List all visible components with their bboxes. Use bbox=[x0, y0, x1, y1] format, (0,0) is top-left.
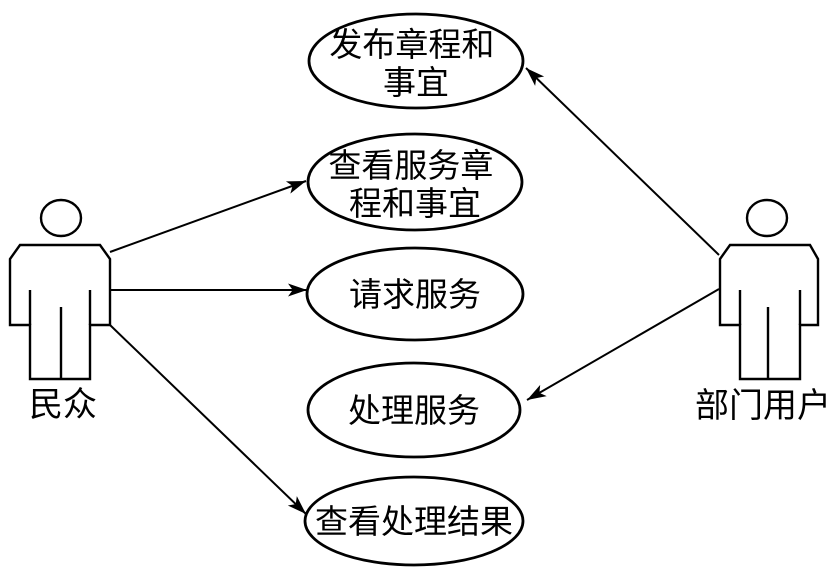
actor-department-user: 部门用户 bbox=[695, 198, 831, 425]
association-citizen-to-view-result bbox=[109, 324, 307, 515]
use-case-ellipse bbox=[306, 132, 524, 232]
use-case-label: 请求服务 bbox=[349, 277, 481, 314]
use-case-view-service-charter: 查看服务章 程和事宜 bbox=[306, 132, 524, 232]
association-citizen-to-view-service-charter bbox=[109, 180, 307, 253]
association-department-user-to-publish-charter bbox=[525, 67, 720, 256]
use-case-ellipse bbox=[307, 12, 525, 110]
use-case-ellipse bbox=[303, 475, 525, 567]
use-case-ellipse bbox=[306, 361, 522, 459]
use-case-handle-service: 处理服务 bbox=[306, 361, 522, 459]
use-case-ellipse bbox=[305, 246, 525, 342]
use-case-label: 处理服务 bbox=[348, 393, 480, 430]
use-case-label: 查看处理结果 bbox=[315, 504, 513, 541]
use-case-label: 发布章程和 事宜 bbox=[329, 27, 502, 102]
actor-label: 部门用户 bbox=[695, 387, 831, 425]
actor-head-icon bbox=[39, 198, 83, 238]
actor-citizen: 民众 bbox=[8, 198, 112, 424]
actor-label: 民众 bbox=[29, 387, 97, 424]
association-department-user-to-handle-service bbox=[526, 288, 720, 401]
actor-head-icon bbox=[745, 198, 789, 238]
use-case-request-service: 请求服务 bbox=[305, 246, 525, 342]
associations bbox=[109, 67, 720, 515]
use-case-publish-charter: 发布章程和 事宜 bbox=[307, 12, 525, 110]
use-case-view-result: 查看处理结果 bbox=[303, 475, 525, 567]
use-case-label: 查看服务章 程和事宜 bbox=[328, 148, 501, 223]
